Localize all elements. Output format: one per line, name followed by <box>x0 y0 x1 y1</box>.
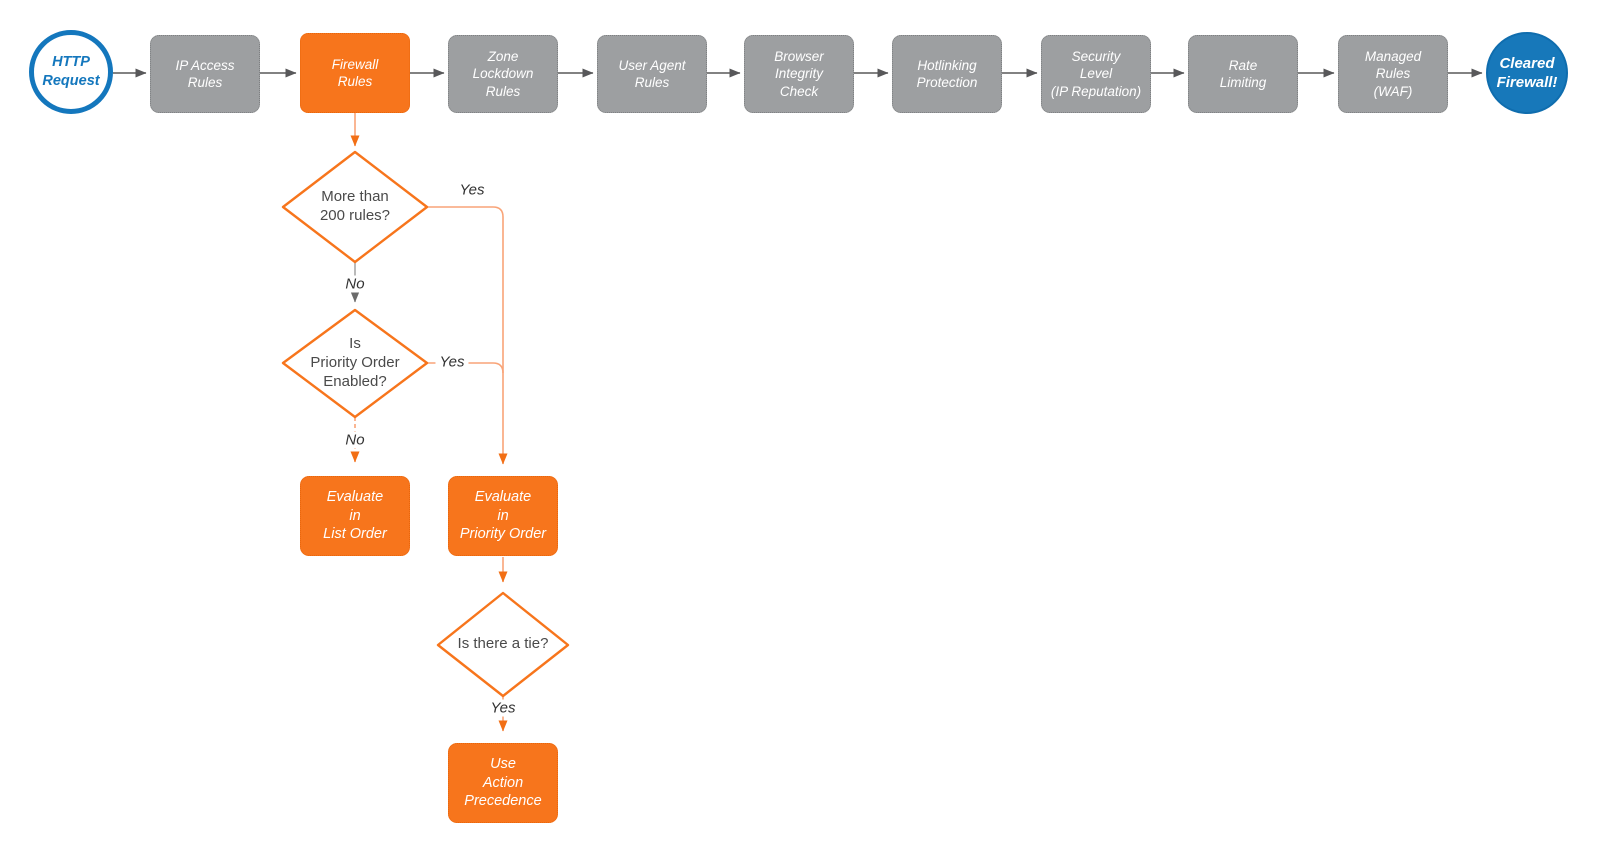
node-security-level: Security Level (IP Reputation) <box>1041 35 1151 113</box>
label-d1-no: No <box>341 275 369 293</box>
node-evaluate-list-order: Evaluate in List Order <box>300 476 410 556</box>
label-d1-yes: Yes <box>459 181 485 199</box>
label-d2-no: No <box>341 431 369 449</box>
node-use-action-precedence: Use Action Precedence <box>448 743 558 823</box>
node-rate-limiting: Rate Limiting <box>1188 35 1298 113</box>
node-evaluate-priority-order: Evaluate in Priority Order <box>448 476 558 556</box>
node-http-request: HTTP Request <box>29 30 113 114</box>
label-d2-yes: Yes <box>435 353 469 371</box>
node-zone-lockdown-rules: Zone Lockdown Rules <box>448 35 558 113</box>
node-user-agent-rules: User Agent Rules <box>597 35 707 113</box>
diamond-priority-enabled <box>281 308 429 419</box>
node-firewall-rules: Firewall Rules <box>300 33 410 113</box>
edge-d1-yes-to-priority <box>427 206 508 465</box>
decision-tie-question: Is there a tie? <box>457 635 549 653</box>
node-cleared-firewall: Cleared Firewall! <box>1486 32 1568 114</box>
edge-d2-yes-join <box>427 362 504 374</box>
node-browser-integrity-check: Browser Integrity Check <box>744 35 854 113</box>
diamond-tie <box>436 591 570 698</box>
node-ip-access-rules: IP Access Rules <box>150 35 260 113</box>
node-managed-rules-waf: Managed Rules (WAF) <box>1338 35 1448 113</box>
label-d3-yes: Yes <box>486 699 520 717</box>
decision-rule-count-question: More than 200 rules? <box>319 188 391 224</box>
node-hotlinking-protection: Hotlinking Protection <box>892 35 1002 113</box>
decision-priority-enabled-question: Is Priority Order Enabled? <box>310 335 400 390</box>
diamond-rule-count <box>281 150 429 264</box>
decision-diamonds <box>281 150 570 698</box>
